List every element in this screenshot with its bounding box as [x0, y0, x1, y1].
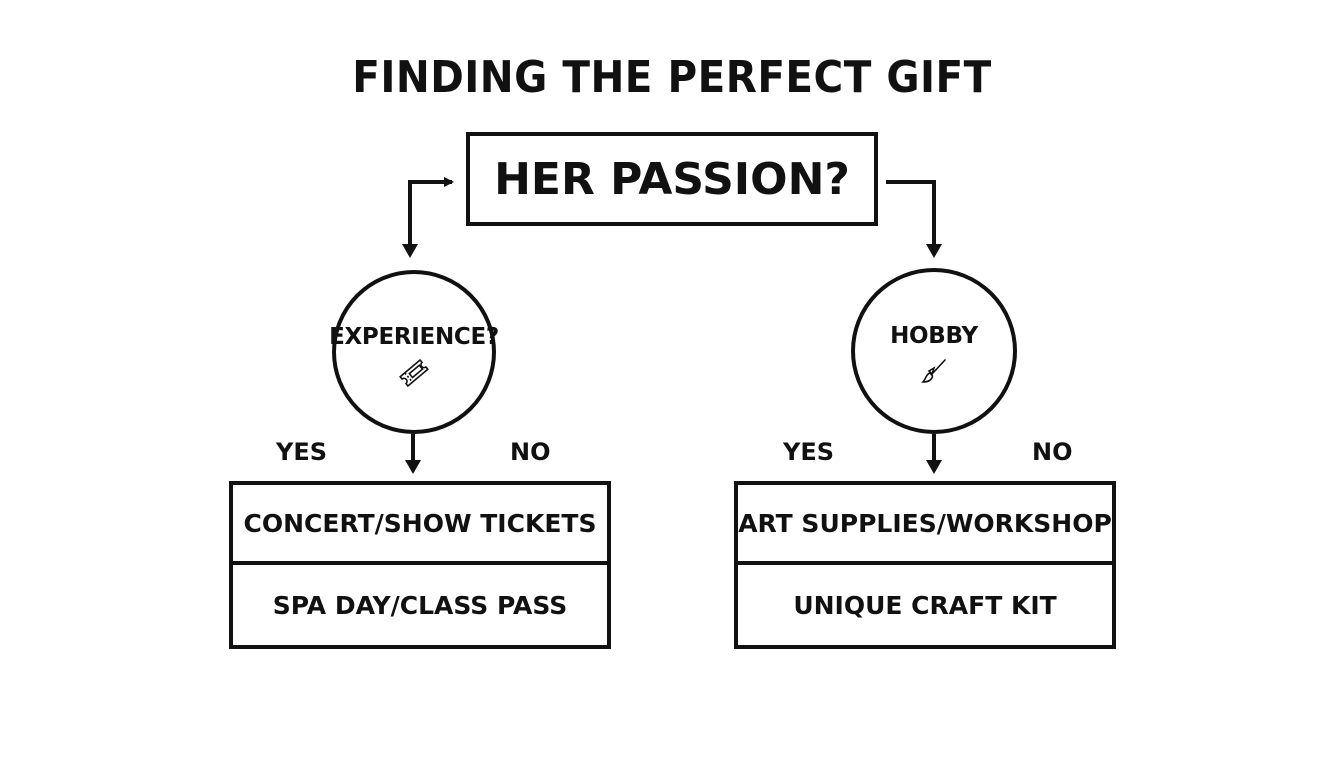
- left-no-label: NO: [510, 438, 551, 466]
- arrowhead-down-hobby: [926, 244, 942, 258]
- experience-label: EXPERIENCE?: [329, 324, 499, 350]
- connector-root-to-experience: [408, 177, 454, 248]
- root-question-label: HER PASSION?: [494, 153, 850, 205]
- ticket-icon: [399, 358, 429, 388]
- right-yes-label: YES: [783, 438, 835, 466]
- experience-decision-node: EXPERIENCE?: [329, 270, 499, 434]
- hobby-options-box: ART SUPPLIES/WORKSHOP UNIQUE CRAFT KIT: [734, 481, 1116, 649]
- connector-root-to-hobby: [886, 180, 936, 246]
- hobby-label: HOBBY: [890, 323, 978, 349]
- page-title: FINDING THE PERFECT GIFT: [352, 52, 992, 103]
- option-craft-kit: UNIQUE CRAFT KIT: [793, 590, 1057, 620]
- paintbrush-icon: [921, 359, 946, 383]
- experience-options-box: CONCERT/SHOW TICKETS SPA DAY/CLASS PASS: [229, 481, 611, 649]
- right-no-label: NO: [1032, 438, 1073, 466]
- option-art-supplies: ART SUPPLIES/WORKSHOP: [738, 485, 1112, 565]
- option-concert-tickets: CONCERT/SHOW TICKETS: [233, 485, 607, 565]
- left-yes-label: YES: [276, 438, 328, 466]
- root-question-box: HER PASSION?: [466, 132, 878, 226]
- hobby-decision-node: HOBBY: [851, 268, 1017, 434]
- arrowhead-down-right-options: [926, 460, 942, 474]
- option-spa-day: SPA DAY/CLASS PASS: [272, 590, 568, 620]
- arrowhead-down-experience: [402, 244, 418, 258]
- arrowhead-down-left-options: [405, 460, 421, 474]
